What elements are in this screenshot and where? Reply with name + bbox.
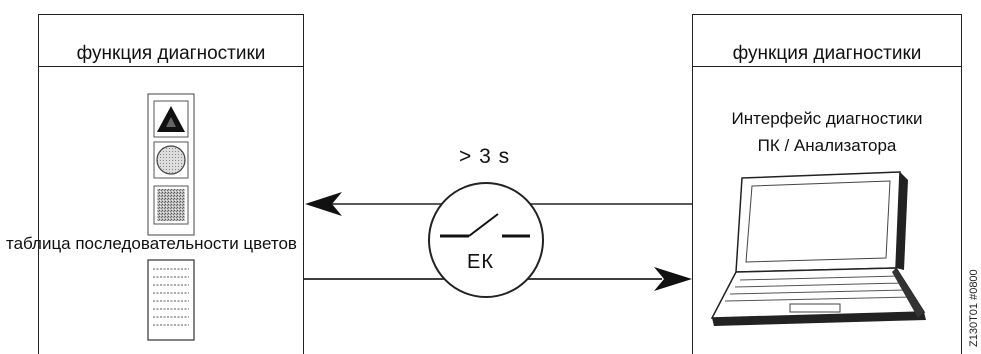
sequence-table-icon bbox=[148, 260, 194, 340]
figure-code-label: Z130T01 #0800 bbox=[968, 269, 980, 347]
square-lamp-icon bbox=[154, 186, 188, 224]
ek-label: ЕК bbox=[467, 251, 494, 274]
sequence-table-label: таблица последовательности цветов bbox=[6, 234, 297, 254]
time-threshold-label: > 3 s bbox=[459, 145, 510, 169]
warning-triangle-icon bbox=[154, 101, 188, 137]
laptop-icon bbox=[712, 172, 926, 326]
switch-contact-icon bbox=[429, 183, 543, 297]
signal-lamp-panel bbox=[148, 94, 194, 235]
round-lamp-icon bbox=[154, 142, 188, 178]
